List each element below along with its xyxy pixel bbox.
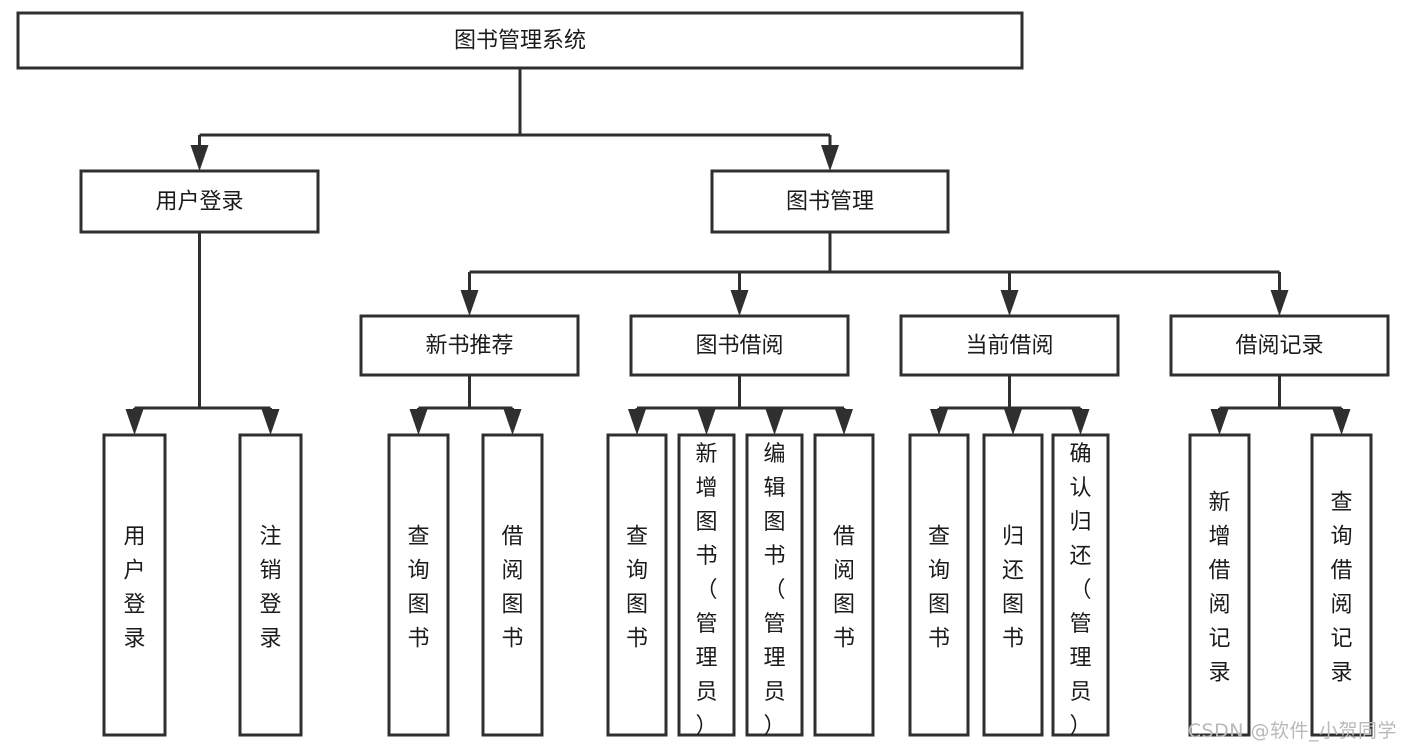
node-leaf-query-record-box[interactable] <box>1310 433 1373 737</box>
node-leaf-confirm-return[interactable]: 确认归还（管理员） <box>1051 433 1110 739</box>
root-to-level2-arrow-1 <box>821 145 839 171</box>
node-new-book-recommend-label: 新书推荐 <box>425 334 513 359</box>
node-leaf-query-book-3-label: 查询图书 <box>928 525 950 652</box>
node-leaf-confirm-return-label: 确认归还（管理员） <box>1069 442 1091 739</box>
node-leaf-user-login-label: 用户登录 <box>123 525 145 652</box>
node-book-manage-box[interactable] <box>710 169 950 234</box>
node-user-login[interactable]: 用户登录 <box>79 169 320 234</box>
node-leaf-borrow-book-1[interactable]: 借阅图书 <box>481 433 544 737</box>
userlogin-to-leaves-arrow-0 <box>125 409 144 435</box>
node-leaf-query-book-1-box[interactable] <box>387 433 450 737</box>
node-leaf-borrow-book-2-label: 借阅图书 <box>833 525 855 652</box>
node-new-book-recommend[interactable]: 新书推荐 <box>359 314 580 377</box>
node-leaf-return-book-box[interactable] <box>982 433 1044 737</box>
node-user-login-label: 用户登录 <box>155 190 243 215</box>
node-borrow-record-label: 借阅记录 <box>1235 334 1323 359</box>
node-borrow-record[interactable]: 借阅记录 <box>1169 314 1390 377</box>
node-leaf-edit-book-label: 编辑图书（管理员） <box>763 442 785 739</box>
node-leaf-query-book-1[interactable]: 查询图书 <box>387 433 450 737</box>
node-leaf-return-book-label: 归还图书 <box>1002 525 1024 652</box>
node-leaf-borrow-book-2-box[interactable] <box>813 433 875 737</box>
node-book-manage[interactable]: 图书管理 <box>710 169 950 234</box>
node-leaf-query-book-1-label: 查询图书 <box>407 525 429 652</box>
newbook-to-leaves-arrow-0 <box>409 409 428 435</box>
bookborrow-to-leaves-arrow-1 <box>697 409 716 435</box>
node-leaf-user-logout-label: 注销登录 <box>259 525 281 652</box>
currentborrow-to-leaves-arrow-0 <box>930 409 948 435</box>
bookborrow-to-leaves-arrow-2 <box>765 409 784 435</box>
bookmanage-to-level3-arrow-3 <box>1270 290 1289 316</box>
node-book-borrow-box[interactable] <box>629 314 850 377</box>
node-leaf-add-record-box[interactable] <box>1188 433 1251 737</box>
node-leaf-edit-book[interactable]: 编辑图书（管理员） <box>745 433 804 739</box>
node-leaf-add-book-label: 新增图书（管理员） <box>695 442 717 739</box>
borrowrecord-to-leaves-arrow-1 <box>1332 409 1351 435</box>
root-to-level2-arrow-0 <box>190 145 209 171</box>
newbook-to-leaves-arrow-1 <box>503 409 522 435</box>
bookborrow-to-leaves-arrow-3 <box>835 409 853 435</box>
currentborrow-to-leaves-arrow-2 <box>1071 409 1090 435</box>
node-leaf-borrow-book-1-box[interactable] <box>481 433 544 737</box>
node-leaf-query-record[interactable]: 查询借阅记录 <box>1310 433 1373 737</box>
node-leaf-add-book[interactable]: 新增图书（管理员） <box>677 433 736 739</box>
node-leaf-query-book-3[interactable]: 查询图书 <box>908 433 970 737</box>
node-leaf-confirm-return-box[interactable] <box>1051 433 1110 737</box>
node-leaf-add-record-label: 新增借阅记录 <box>1208 491 1230 686</box>
watermark-text: CSDN @软件_小贺同学 <box>1187 720 1397 742</box>
node-borrow-record-box[interactable] <box>1169 314 1390 377</box>
borrowrecord-to-leaves-arrow-0 <box>1210 409 1229 435</box>
node-current-borrow[interactable]: 当前借阅 <box>899 314 1120 377</box>
node-leaf-query-book-2-label: 查询图书 <box>626 525 648 652</box>
connector-layer <box>125 68 1351 435</box>
node-leaf-borrow-book-1-label: 借阅图书 <box>501 525 523 652</box>
node-leaf-query-record-label: 查询借阅记录 <box>1330 491 1352 686</box>
node-book-borrow[interactable]: 图书借阅 <box>629 314 850 377</box>
node-user-login-box[interactable] <box>79 169 320 234</box>
node-leaf-return-book[interactable]: 归还图书 <box>982 433 1044 737</box>
node-leaf-query-book-2-box[interactable] <box>606 433 668 737</box>
node-book-borrow-label: 图书借阅 <box>695 334 783 359</box>
node-leaf-query-book-3-box[interactable] <box>908 433 970 737</box>
node-leaf-user-logout[interactable]: 注销登录 <box>238 433 303 737</box>
node-leaf-add-book-box[interactable] <box>677 433 736 737</box>
node-leaf-user-login[interactable]: 用户登录 <box>102 433 167 737</box>
bookborrow-to-leaves-arrow-0 <box>628 409 646 435</box>
node-layer: 图书管理系统用户登录图书管理新书推荐图书借阅当前借阅借阅记录用户登录注销登录查询… <box>16 11 1390 739</box>
node-root-book-management-system-box[interactable] <box>16 11 1024 70</box>
node-root-book-management-system[interactable]: 图书管理系统 <box>16 11 1024 70</box>
bookmanage-to-level3-arrow-1 <box>730 290 749 316</box>
bookmanage-to-level3-arrow-0 <box>460 290 479 316</box>
node-leaf-borrow-book-2[interactable]: 借阅图书 <box>813 433 875 737</box>
node-leaf-add-record[interactable]: 新增借阅记录 <box>1188 433 1251 737</box>
node-current-borrow-box[interactable] <box>899 314 1120 377</box>
node-leaf-user-login-box[interactable] <box>102 433 167 737</box>
node-book-manage-label: 图书管理 <box>786 190 874 215</box>
node-current-borrow-label: 当前借阅 <box>965 334 1053 359</box>
node-root-book-management-system-label: 图书管理系统 <box>454 29 586 54</box>
node-leaf-edit-book-box[interactable] <box>745 433 804 737</box>
userlogin-to-leaves-arrow-1 <box>261 409 280 435</box>
node-leaf-query-book-2[interactable]: 查询图书 <box>606 433 668 737</box>
bookmanage-to-level3-arrow-2 <box>1000 290 1019 316</box>
currentborrow-to-leaves-arrow-1 <box>1004 409 1022 435</box>
node-leaf-user-logout-box[interactable] <box>238 433 303 737</box>
node-new-book-recommend-box[interactable] <box>359 314 580 377</box>
